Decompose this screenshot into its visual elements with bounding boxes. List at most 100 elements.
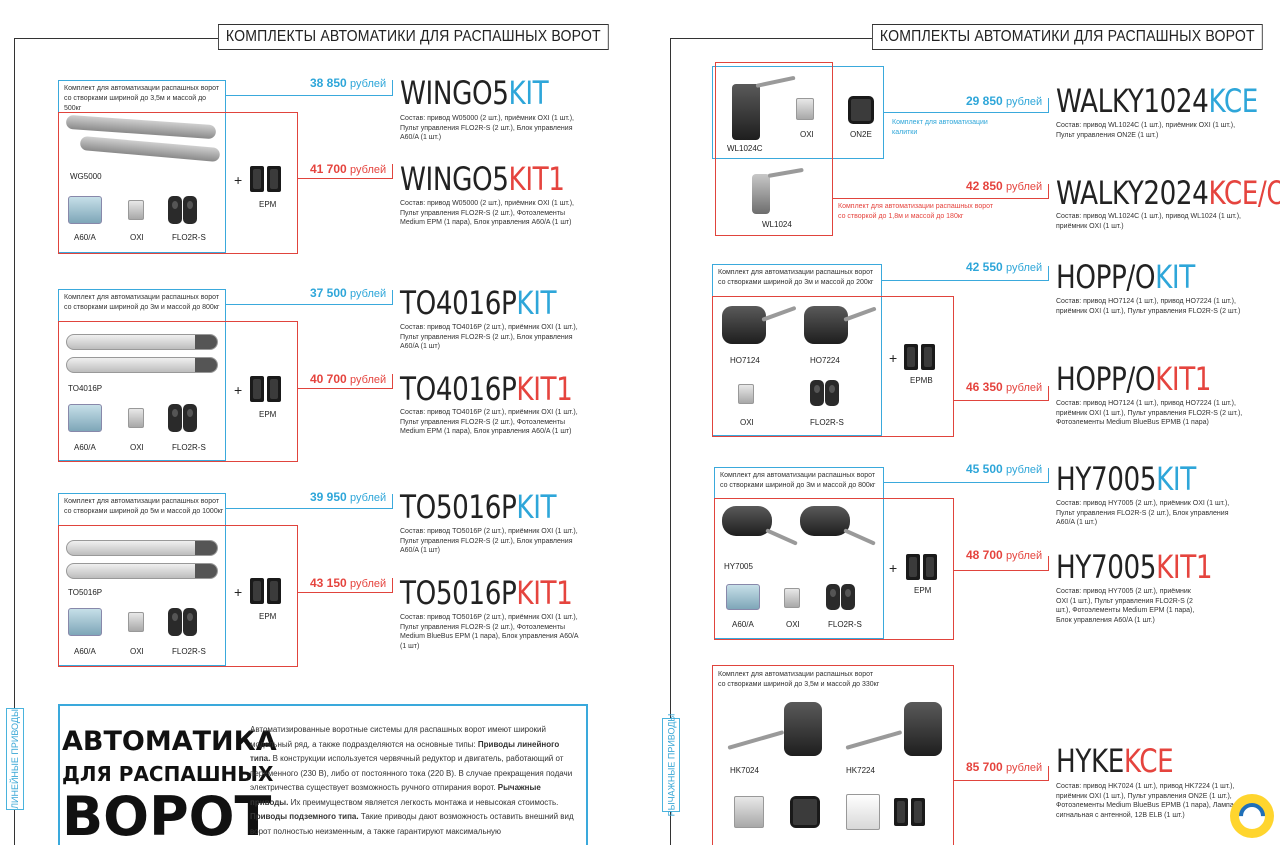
kit-description: Комплект для автоматизации распашных вор…	[718, 671, 880, 688]
receiver-image	[734, 796, 764, 828]
connector-line	[298, 592, 392, 593]
product-label: WL1024	[762, 220, 792, 229]
product-label: EPM	[914, 586, 932, 595]
info-title-line2: ДЛЯ РАСПАШНЫХ	[62, 762, 274, 786]
left-side-tab: ЛИНЕЙНЫЕ ПРИВОДЫ	[6, 708, 24, 810]
kit1-box-to5016p	[58, 525, 298, 667]
kit1-name: WINGO5KIT1	[400, 160, 565, 198]
kit1-composition: Состав: привод W05000 (2 шт.), приёмник …	[400, 200, 574, 226]
kit1-name: TO5016PKIT1	[400, 574, 573, 612]
photocell-image	[267, 578, 281, 604]
connector-line	[833, 198, 1048, 199]
kit1-price: 46 350 рублей	[966, 380, 1043, 394]
connector-line	[1048, 386, 1049, 401]
photocell-image	[250, 578, 264, 604]
product-label: HO7124	[730, 356, 760, 365]
product-label: FLO2R-S	[172, 443, 206, 452]
receiver-image	[128, 408, 144, 428]
product-label: HY7005	[724, 562, 753, 571]
connector-line	[392, 80, 393, 96]
connector-line	[1048, 556, 1049, 571]
kit-price: 45 500 рублей	[966, 462, 1043, 476]
receiver-image	[796, 98, 814, 120]
remote-image	[168, 404, 182, 432]
product-label: HK7224	[846, 766, 875, 775]
photocell-image	[267, 166, 281, 192]
remote-image	[825, 380, 839, 406]
kit-price: 29 850 рублей	[966, 94, 1043, 108]
hopp-motor-image	[804, 306, 848, 344]
product-label: OXI	[130, 443, 144, 452]
kit-name: HY7005KIT	[1056, 460, 1196, 498]
product-label: FLO2R-S	[828, 620, 862, 629]
remote-image	[810, 380, 824, 406]
kit-name: TO5016PKIT	[400, 488, 557, 526]
remote-image	[826, 584, 840, 610]
connector-line	[392, 494, 393, 509]
receiver-image	[128, 200, 144, 220]
kit-description: Комплект для автоматизации калитки	[892, 119, 988, 136]
product-label: WG5000	[70, 172, 102, 181]
photocell-image	[904, 344, 918, 370]
control-unit-image	[68, 608, 102, 636]
product-label: FLO2R-S	[172, 647, 206, 656]
photocell-image	[906, 554, 920, 580]
kit-name: WALKY1024KCE	[1056, 82, 1258, 120]
kit1-description: Комплект для автоматизации распашных вор…	[838, 203, 994, 220]
kit-composition: Состав: привод HO7124 (1 шт.), привод HO…	[1056, 298, 1241, 315]
connector-line	[1048, 766, 1049, 781]
receiver-image	[738, 384, 754, 404]
product-label: OXI	[130, 233, 144, 242]
connector-line	[298, 178, 392, 179]
info-paragraph: Автоматизированные воротные системы для …	[250, 725, 574, 836]
brand-logo-icon	[1230, 794, 1274, 838]
product-label: HO7224	[810, 356, 840, 365]
kit1-price: 48 700 рублей	[966, 548, 1043, 562]
photocell-image	[911, 798, 925, 826]
to4016p-actuator-image	[66, 357, 218, 373]
info-title-line1: АВТОМАТИКА	[62, 726, 277, 757]
product-label: A60/A	[74, 647, 96, 656]
receiver-image	[784, 588, 800, 608]
product-label: WL1024C	[727, 144, 763, 153]
kit-composition: Состав: привод WL1024C (1 шт.), приёмник…	[1056, 122, 1236, 139]
kit-description: Комплект для автоматизации распашных вор…	[64, 85, 220, 112]
plus-sign: +	[234, 172, 243, 188]
kit1-name: HY7005KIT1	[1056, 548, 1213, 586]
kit1-composition: Состав: привод HO7124 (1 шт.), привод HO…	[1056, 400, 1243, 426]
connector-line	[1048, 98, 1049, 113]
control-unit-image	[726, 584, 760, 610]
product-label: OXI	[130, 647, 144, 656]
product-label: TO4016P	[68, 384, 103, 393]
left-frame-line	[14, 38, 15, 845]
product-label: A60/A	[74, 443, 96, 452]
remote-image	[183, 196, 197, 224]
left-frame-top	[14, 38, 219, 39]
connector-line	[226, 508, 392, 509]
kit1-composition: Состав: привод TO5016P (2 шт.), приёмник…	[400, 614, 579, 650]
product-label: EPM	[259, 410, 277, 419]
plus-sign: +	[234, 584, 243, 600]
signal-lamp-image	[846, 794, 880, 830]
hy7005-motor-image	[800, 506, 850, 536]
kit-name: HYKEKCE	[1056, 742, 1174, 780]
plus-sign: +	[889, 350, 898, 366]
photocell-image	[267, 376, 281, 402]
kit1-composition: Состав: привод WL1024C (1 шт.), привод W…	[1056, 213, 1241, 230]
remote-image	[168, 608, 182, 636]
kit1-price: 40 700 рублей	[310, 372, 387, 386]
remote-on2e-image	[790, 796, 820, 828]
kit-price: 85 700 рублей	[966, 760, 1043, 774]
connector-line	[392, 164, 393, 179]
photocell-image	[250, 376, 264, 402]
hy7005-motor-image	[722, 506, 772, 536]
to4016p-actuator-image	[66, 334, 218, 350]
kit1-box-walky2024	[715, 62, 833, 236]
product-label: FLO2R-S	[810, 418, 844, 427]
control-unit-image	[68, 404, 102, 432]
to5016p-actuator-image	[66, 540, 218, 556]
connector-line	[392, 578, 393, 593]
connector-line	[882, 280, 1048, 281]
product-label: OXI	[786, 620, 800, 629]
product-label: ON2E	[850, 130, 872, 139]
